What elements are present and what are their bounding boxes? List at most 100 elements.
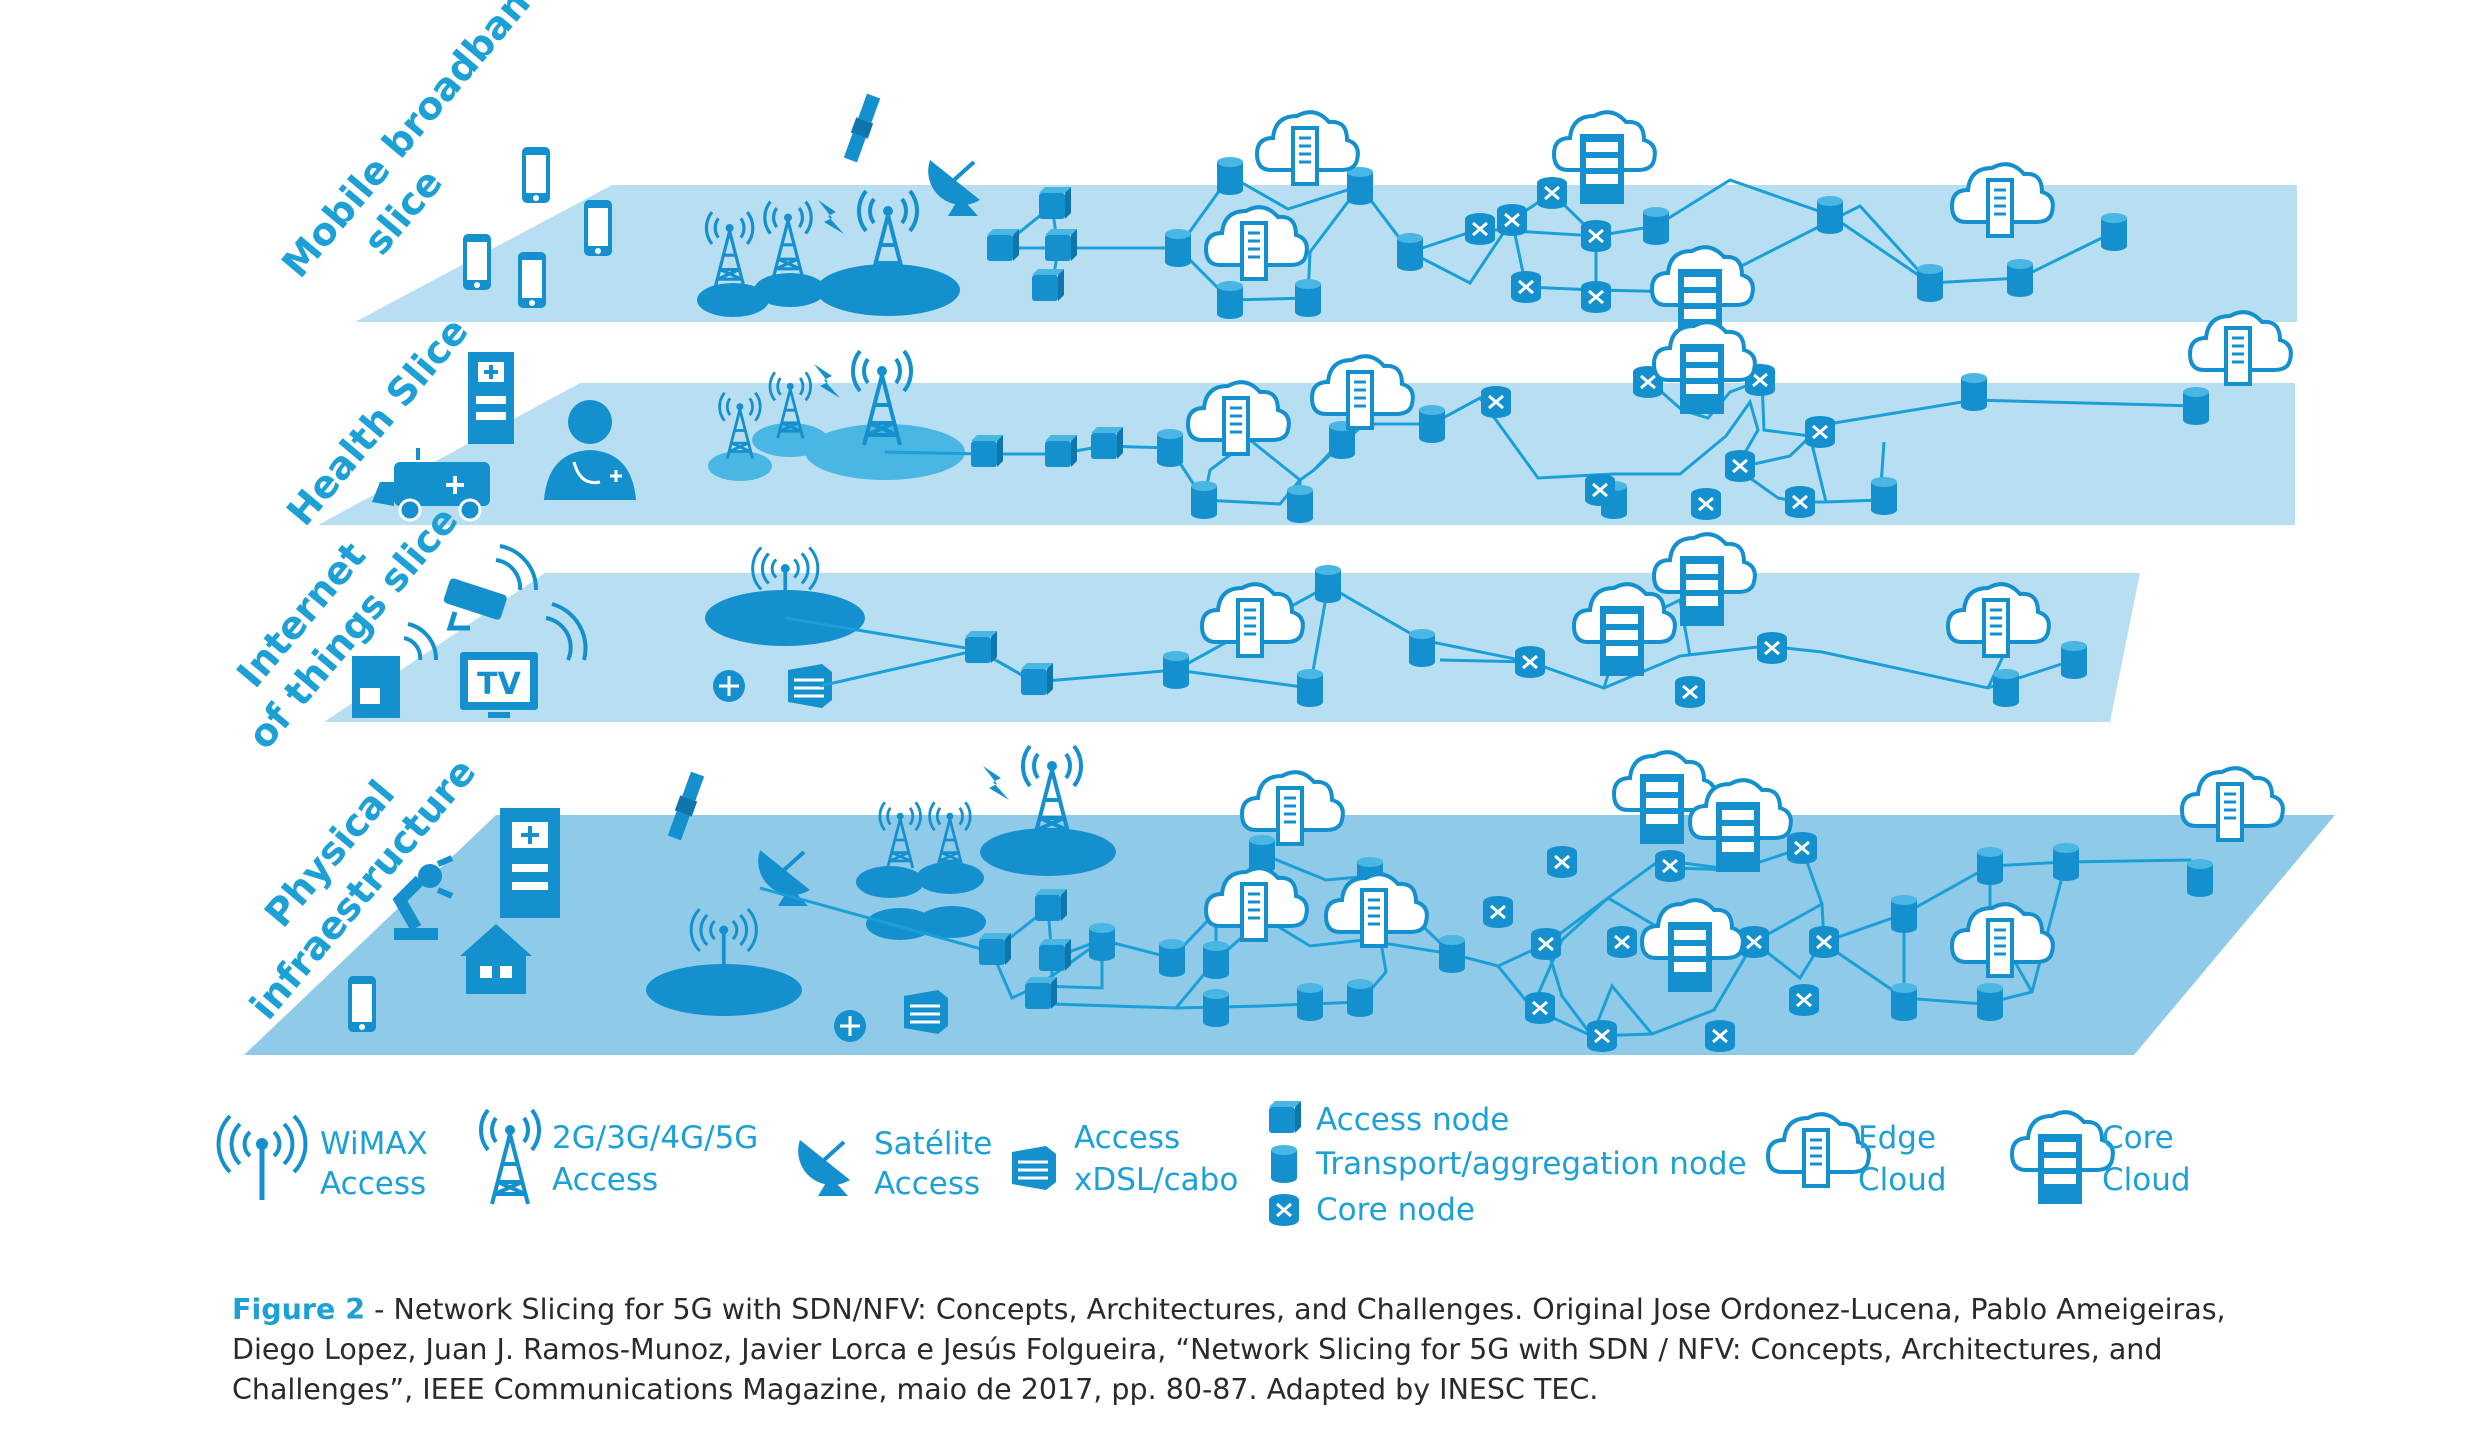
svg-text:Access: Access <box>320 1166 426 1202</box>
svg-text:Access node: Access node <box>1316 1102 1509 1138</box>
svg-text:Core node: Core node <box>1316 1192 1475 1228</box>
legend-edge-cloud: Edge Cloud <box>1766 1112 1947 1198</box>
core-node-icon <box>1479 384 1513 420</box>
transport-node-icon <box>1157 429 1183 467</box>
access-node-icon <box>1039 187 1071 219</box>
satellite-icon <box>843 93 881 163</box>
transport-node-icon <box>1217 281 1243 319</box>
transport-node-icon <box>1297 983 1323 1021</box>
transport-node-icon <box>1203 941 1229 979</box>
transport-node-icon <box>1191 481 1217 519</box>
core-cloud-icon <box>2010 1110 2115 1206</box>
devices-iot: TV <box>352 544 588 718</box>
svg-text:Core: Core <box>2102 1120 2174 1156</box>
coffee-machine-icon <box>352 622 439 718</box>
access-node-icon <box>1269 1101 1301 1133</box>
network-iot <box>784 532 2087 710</box>
transport-node-icon <box>1089 923 1115 961</box>
hospital-icon <box>500 808 560 918</box>
svg-text:Access: Access <box>874 1166 980 1202</box>
router-icon <box>711 668 747 704</box>
svg-text:Transport/aggregation node: Transport/aggregation node <box>1315 1146 1747 1182</box>
core-node-icon <box>1579 218 1613 254</box>
transport-node-icon <box>1397 233 1423 271</box>
transport-node-icon <box>1891 895 1917 933</box>
core-node-icon <box>1785 830 1819 866</box>
svg-text:Cloud: Cloud <box>2102 1162 2191 1198</box>
transport-node-icon <box>1163 651 1189 689</box>
svg-text:WiMAX: WiMAX <box>320 1126 428 1162</box>
transport-node-icon <box>1917 264 1943 302</box>
ambulance-icon <box>372 448 490 522</box>
core-node-icon <box>1783 484 1817 520</box>
devices-physical <box>348 808 560 1032</box>
transport-node-icon <box>1165 229 1191 267</box>
access-physical <box>646 744 1116 1044</box>
camera-icon <box>443 544 539 631</box>
transport-node-icon <box>2061 641 2087 679</box>
transport-node-icon <box>2053 843 2079 881</box>
transport-node-icon <box>1419 405 1445 443</box>
transport-node-icon <box>1287 485 1313 523</box>
lightning-icon <box>983 766 1009 800</box>
router-icon <box>832 1008 868 1044</box>
transport-node-icon <box>1347 167 1373 205</box>
svg-text:Access: Access <box>552 1162 658 1198</box>
core-node-icon <box>1583 472 1617 508</box>
core-node-icon <box>1463 211 1497 247</box>
svg-text:Edge: Edge <box>1858 1120 1936 1156</box>
transport-node-icon <box>1961 373 1987 411</box>
figure-caption: Figure 2 - Network Slicing for 5G with S… <box>232 1290 2312 1410</box>
transport-node-icon <box>1993 669 2019 707</box>
transport-node-icon <box>1347 979 1373 1017</box>
access-node-icon <box>1021 663 1053 695</box>
phone-icon <box>463 234 491 290</box>
transport-node-icon <box>1977 983 2003 1021</box>
core-node-icon <box>1523 990 1557 1026</box>
satellite-dish-icon <box>796 1138 852 1198</box>
access-node-icon <box>1045 435 1077 467</box>
core-node-icon <box>1723 448 1757 484</box>
core-node-icon <box>1755 630 1789 666</box>
access-mobile-broadband <box>697 93 982 317</box>
core-node-icon <box>1481 894 1515 930</box>
access-node-icon <box>1032 269 1064 301</box>
network-health <box>884 310 2293 523</box>
xdsl-icon <box>902 988 950 1036</box>
transport-node-icon <box>2101 213 2127 251</box>
core-node-icon <box>1579 279 1613 315</box>
phone-icon <box>584 200 612 256</box>
network-mobile-broadband <box>987 110 2127 341</box>
transport-node-icon <box>1977 847 2003 885</box>
transport-node-icon <box>1643 207 1669 245</box>
access-node-icon <box>979 933 1011 965</box>
transport-node-icon <box>2007 259 2033 297</box>
transport-node-icon <box>1817 196 1843 234</box>
svg-text:TV: TV <box>477 667 521 702</box>
transport-node-icon <box>2187 859 2213 897</box>
figure-caption-text: - Network Slicing for 5G with SDN/NFV: C… <box>232 1293 2226 1406</box>
transport-node-icon <box>1439 935 1465 973</box>
network-slicing-diagram: Mobile broadband slice Health Slice Inte… <box>0 0 2335 1228</box>
figure-label: Figure 2 <box>232 1293 366 1326</box>
phone-icon <box>348 976 376 1032</box>
core-node-icon <box>1787 982 1821 1018</box>
edge-cloud-icon <box>1255 110 1360 186</box>
core-node-icon <box>1673 674 1707 710</box>
access-node-icon <box>1091 427 1123 459</box>
svg-text:Cloud: Cloud <box>1858 1162 1947 1198</box>
legend-cellular: 2G/3G/4G/5G Access <box>478 1108 758 1206</box>
legend-xdsl: Access xDSL/cabo <box>1010 1120 1238 1198</box>
legend-wimax: WiMAX Access <box>219 1116 428 1202</box>
core-node-icon <box>1689 486 1723 522</box>
core-node-icon <box>1267 1192 1301 1228</box>
xdsl-icon <box>1010 1144 1058 1192</box>
core-node-icon <box>1703 1018 1737 1054</box>
doctor-icon <box>544 400 636 500</box>
cell-tower-icon <box>478 1108 542 1206</box>
transport-node-icon <box>1871 477 1897 515</box>
access-node-icon <box>965 631 997 663</box>
tv-icon: TV <box>460 602 588 718</box>
transport-node-icon <box>1295 279 1321 317</box>
transport-node-icon <box>1297 669 1323 707</box>
